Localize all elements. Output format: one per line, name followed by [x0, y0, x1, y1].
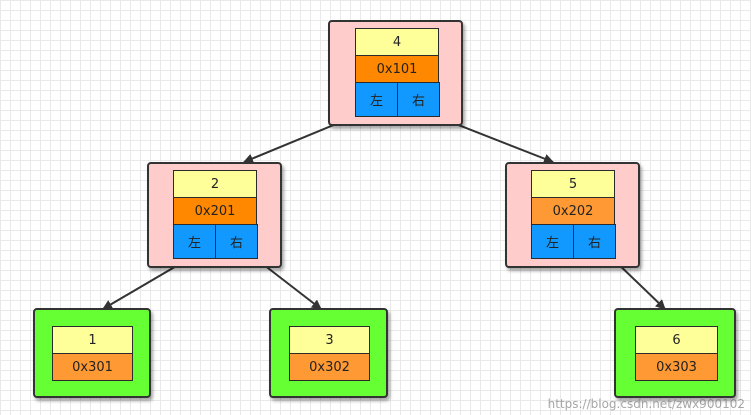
node-key: 6 [635, 326, 718, 354]
node-key: 2 [173, 170, 257, 198]
node-key: 4 [355, 28, 439, 56]
right-child-pointer: 右 [215, 224, 258, 259]
right-child-pointer: 右 [573, 224, 616, 259]
node-address: 0x301 [52, 353, 133, 381]
tree-node-3: 3 0x302 [269, 308, 388, 398]
node-address: 0x302 [289, 353, 370, 381]
tree-node-2: 2 0x201 左 右 [147, 162, 282, 268]
node-address: 0x101 [355, 55, 439, 83]
node-address: 0x202 [531, 197, 615, 225]
tree-node-1: 1 0x301 [33, 308, 151, 398]
tree-node-5: 5 0x202 左 右 [505, 162, 640, 268]
watermark: https://blog.csdn.net/zwx900102 [547, 397, 745, 411]
left-child-pointer: 左 [531, 224, 574, 259]
tree-node-4: 4 0x101 左 右 [328, 20, 463, 126]
tree-node-6: 6 0x303 [614, 308, 736, 398]
right-child-pointer: 右 [397, 82, 440, 117]
left-child-pointer: 左 [173, 224, 216, 259]
node-key: 1 [52, 326, 133, 354]
left-child-pointer: 左 [355, 82, 398, 117]
node-key: 5 [531, 170, 615, 198]
node-address: 0x201 [173, 197, 257, 225]
node-key: 3 [289, 326, 370, 354]
node-address: 0x303 [635, 353, 718, 381]
